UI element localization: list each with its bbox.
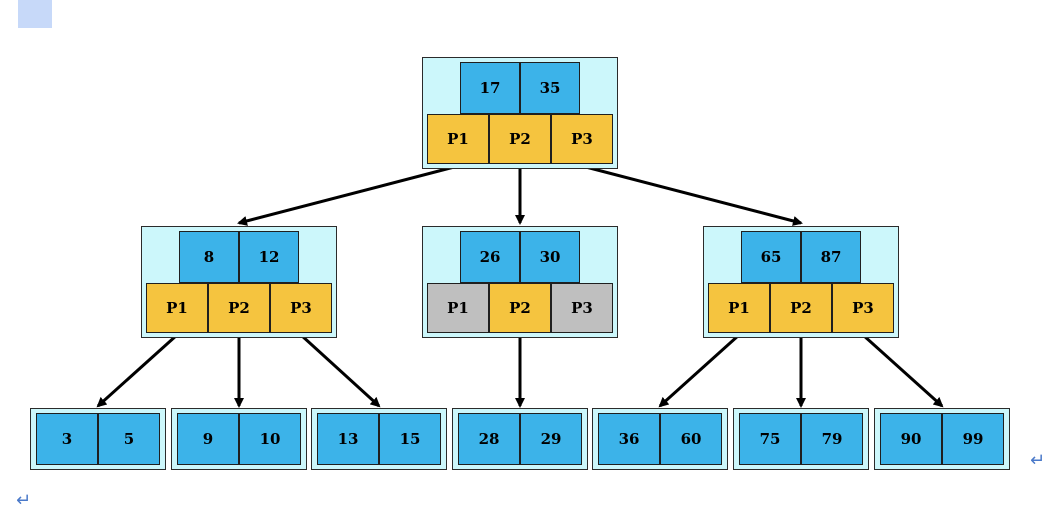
leaf-key-cell: 13 xyxy=(317,413,379,465)
paragraph-mark: ↵ xyxy=(1030,450,1046,471)
edge-arrow xyxy=(96,333,179,408)
paragraph-mark: ↵ xyxy=(16,490,32,511)
leaf-key-cell: 36 xyxy=(598,413,660,465)
corner-square xyxy=(18,0,52,28)
leaf-key-cell: 10 xyxy=(239,413,301,465)
pointer-cell-p1: P1 xyxy=(708,283,770,333)
pointer-cell-p2: P2 xyxy=(770,283,832,333)
leaf-key-cell: 79 xyxy=(801,413,863,465)
edge-arrow xyxy=(861,333,944,408)
key-cell: 12 xyxy=(239,231,299,283)
pointer-cell-p1: P1 xyxy=(146,283,208,333)
pointer-cell-p3: P3 xyxy=(551,114,613,164)
pointer-cell-p3: P3 xyxy=(551,283,613,333)
leaf-key-cell: 5 xyxy=(98,413,160,465)
pointer-cell-p3: P3 xyxy=(270,283,332,333)
leaf-key-cell: 99 xyxy=(942,413,1004,465)
pointer-cell-p1: P1 xyxy=(427,283,489,333)
key-cell: 35 xyxy=(520,62,580,114)
leaf-key-cell: 75 xyxy=(739,413,801,465)
edge-arrow xyxy=(658,333,741,408)
edge-arrow xyxy=(299,333,381,408)
pointer-cell-p1: P1 xyxy=(427,114,489,164)
leaf-key-cell: 28 xyxy=(458,413,520,465)
key-cell: 65 xyxy=(741,231,801,283)
key-cell: 87 xyxy=(801,231,861,283)
edge-arrow xyxy=(581,164,803,226)
key-cell: 8 xyxy=(179,231,239,283)
pointer-cell-p2: P2 xyxy=(208,283,270,333)
pointer-cell-p3: P3 xyxy=(832,283,894,333)
leaf-key-cell: 15 xyxy=(379,413,441,465)
leaf-key-cell: 90 xyxy=(880,413,942,465)
leaf-key-cell: 29 xyxy=(520,413,582,465)
leaf-key-cell: 9 xyxy=(177,413,239,465)
leaf-key-cell: 3 xyxy=(36,413,98,465)
edge-arrow xyxy=(237,164,459,226)
key-cell: 26 xyxy=(460,231,520,283)
key-cell: 30 xyxy=(520,231,580,283)
pointer-cell-p2: P2 xyxy=(489,114,551,164)
leaf-key-cell: 60 xyxy=(660,413,722,465)
pointer-cell-p2: P2 xyxy=(489,283,551,333)
key-cell: 17 xyxy=(460,62,520,114)
